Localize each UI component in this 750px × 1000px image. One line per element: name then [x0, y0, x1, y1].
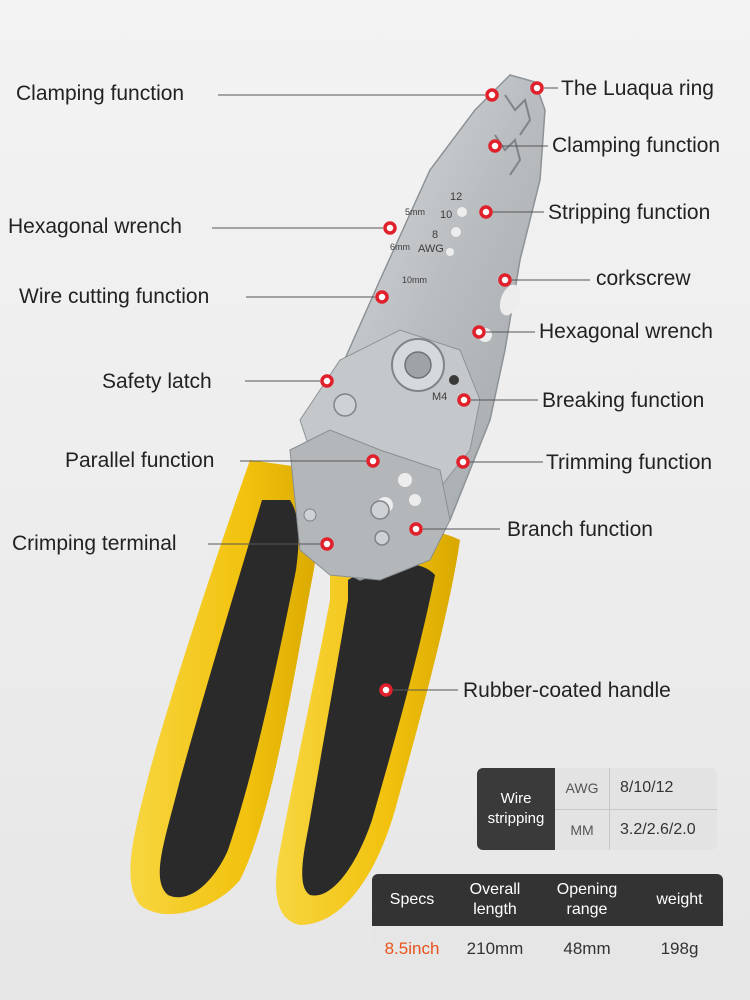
marker-stripping: [479, 205, 493, 219]
label-stripping-function: Stripping function: [548, 201, 711, 224]
marking-5mm: 5mm: [405, 207, 425, 217]
marking-12: 12: [450, 191, 462, 203]
marking-m4: M4: [432, 391, 447, 403]
label-branch-function: Branch function: [507, 518, 653, 541]
value-weight: 198g: [660, 939, 699, 958]
wire-stripping-table: Wire stripping AWG 8/10/12 MM 3.2/2.6/2.…: [477, 768, 717, 850]
label-clamping-function-1: Clamping function: [16, 82, 185, 105]
marker-crimping: [320, 537, 334, 551]
specs-value-row: 8.5inch 210mm 48mm 198g: [372, 926, 723, 972]
callout-markers: [320, 81, 544, 697]
label-luaqua-ring: The Luaqua ring: [561, 77, 714, 100]
label-clamping-function-2: Clamping function: [552, 134, 721, 157]
label-hexagonal-wrench-1: Hexagonal wrench: [8, 215, 182, 238]
row-value: 8/10/12: [620, 779, 674, 797]
marking-awg: AWG: [418, 243, 444, 255]
header-weight: weight: [636, 874, 723, 926]
header-line: Specs: [389, 891, 435, 908]
row-value: 3.2/2.6/2.0: [620, 820, 696, 838]
label-rubber-coated-handle: Rubber-coated handle: [463, 679, 671, 702]
tool-markings: 12 10 8 AWG 5mm 6mm 10mm M4: [390, 191, 462, 403]
label-hexagonal-wrench-2: Hexagonal wrench: [539, 320, 713, 343]
label-parallel-function: Parallel function: [65, 449, 215, 472]
marker-corkscrew: [498, 273, 512, 287]
steel-jaws: [289, 74, 546, 581]
header-overall-length: Overall length: [452, 874, 538, 926]
marker-clamping-2: [488, 139, 502, 153]
label-breaking-function: Breaking function: [542, 389, 705, 412]
wire-stripping-title-line2: stripping: [487, 810, 545, 827]
marking-10: 10: [440, 209, 452, 221]
marker-branch: [409, 522, 423, 536]
marking-8: 8: [432, 229, 438, 241]
marker-trimming: [456, 455, 470, 469]
marker-parallel: [366, 454, 380, 468]
header-line: Overall: [469, 881, 521, 898]
value-specs: 8.5inch: [384, 939, 440, 958]
marker-hex-wrench-1: [383, 221, 397, 235]
label-trimming-function: Trimming function: [546, 451, 713, 474]
header-specs: Specs: [372, 874, 452, 926]
marker-clamping-1: [485, 88, 499, 102]
value-opening-range: 48mm: [563, 939, 611, 958]
marker-breaking: [457, 393, 471, 407]
header-opening-range: Opening range: [538, 874, 636, 926]
header-line: range: [566, 901, 608, 918]
label-corkscrew: corkscrew: [596, 267, 691, 290]
left-handle: [130, 460, 322, 915]
leader-lines: [208, 87, 590, 691]
wire-stripping-title: Wire stripping: [477, 768, 555, 850]
marking-10mm: 10mm: [402, 275, 427, 285]
row-key: AWG: [555, 768, 610, 809]
marker-hex-wrench-2: [472, 325, 486, 339]
label-wire-cutting-function: Wire cutting function: [19, 285, 210, 308]
specs-header-row: Specs Overall length Opening range weight: [372, 874, 723, 926]
wire-stripping-title-line1: Wire: [500, 790, 532, 807]
row-key: MM: [555, 809, 610, 850]
header-line: weight: [656, 891, 703, 908]
marker-rubber-handle: [379, 683, 393, 697]
wire-stripping-row-mm: MM 3.2/2.6/2.0: [555, 808, 717, 850]
marker-wire-cutting: [375, 290, 389, 304]
marker-luaqua-ring: [530, 81, 544, 95]
value-overall-length: 210mm: [466, 939, 524, 958]
marking-6mm: 6mm: [390, 242, 410, 252]
label-safety-latch: Safety latch: [102, 370, 212, 393]
wire-stripping-row-awg: AWG 8/10/12: [555, 768, 717, 809]
right-handle: [276, 529, 460, 925]
marker-safety-latch: [320, 374, 334, 388]
header-line: length: [473, 901, 517, 918]
header-line: Opening: [556, 881, 618, 898]
label-crimping-terminal: Crimping terminal: [12, 532, 177, 555]
